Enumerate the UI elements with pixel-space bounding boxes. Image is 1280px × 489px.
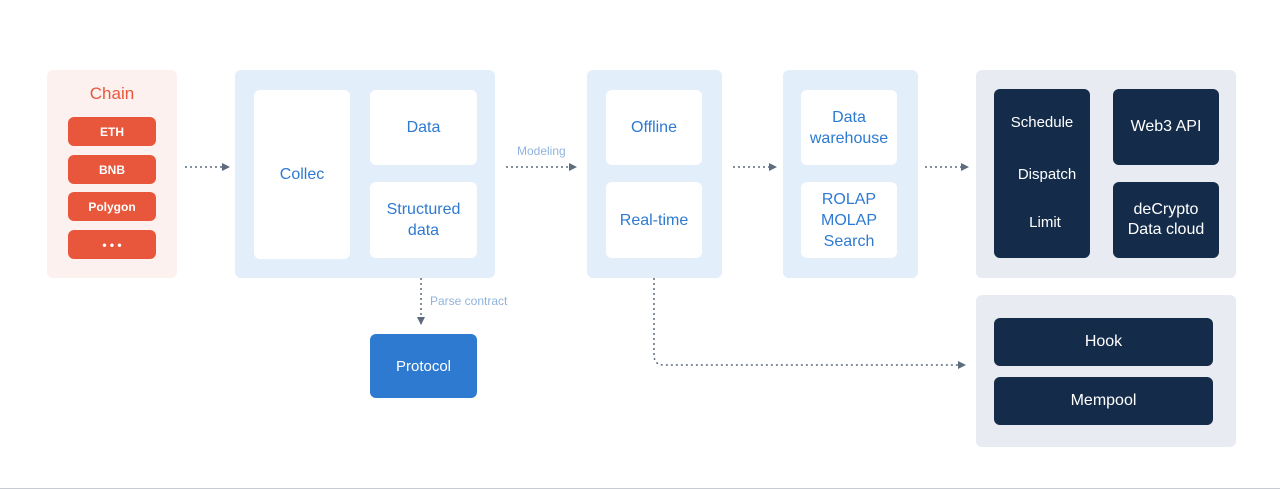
hook-card[interactable]: Hook — [994, 318, 1213, 366]
modeling-label: Modeling — [517, 144, 566, 158]
limit-label: Limit — [1029, 214, 1061, 231]
realtime-card[interactable]: Real-time — [606, 182, 702, 258]
decrypto-data-cloud-card[interactable]: deCrypto Data cloud — [1113, 182, 1219, 258]
chain-item-bnb[interactable]: BNB — [68, 155, 156, 184]
protocol-box[interactable]: Protocol — [370, 334, 477, 398]
schedule-card[interactable] — [994, 89, 1090, 258]
data-warehouse-card[interactable]: Data warehouse — [801, 90, 897, 165]
parse-contract-label: Parse contract — [430, 294, 508, 308]
chain-item-polygon[interactable]: Polygon — [68, 192, 156, 221]
data-card[interactable]: Data — [370, 90, 477, 165]
web3-api-card[interactable]: Web3 API — [1113, 89, 1219, 165]
chain-title: Chain — [89, 84, 135, 103]
schedule-label: Schedule — [1010, 114, 1074, 131]
olap-search-card[interactable]: ROLAP MOLAP Search — [801, 182, 897, 258]
chain-item-more[interactable]: • • • — [68, 230, 156, 259]
chain-item-eth[interactable]: ETH — [68, 117, 156, 146]
offline-card[interactable]: Offline — [606, 90, 702, 165]
collec-card[interactable]: Collec — [254, 90, 350, 259]
arrow-realtime-to-hook — [653, 268, 966, 369]
mempool-card[interactable]: Mempool — [994, 377, 1213, 425]
structured-data-card[interactable]: Structured data — [370, 182, 477, 258]
dispatch-label: Dispatch — [1017, 166, 1077, 183]
